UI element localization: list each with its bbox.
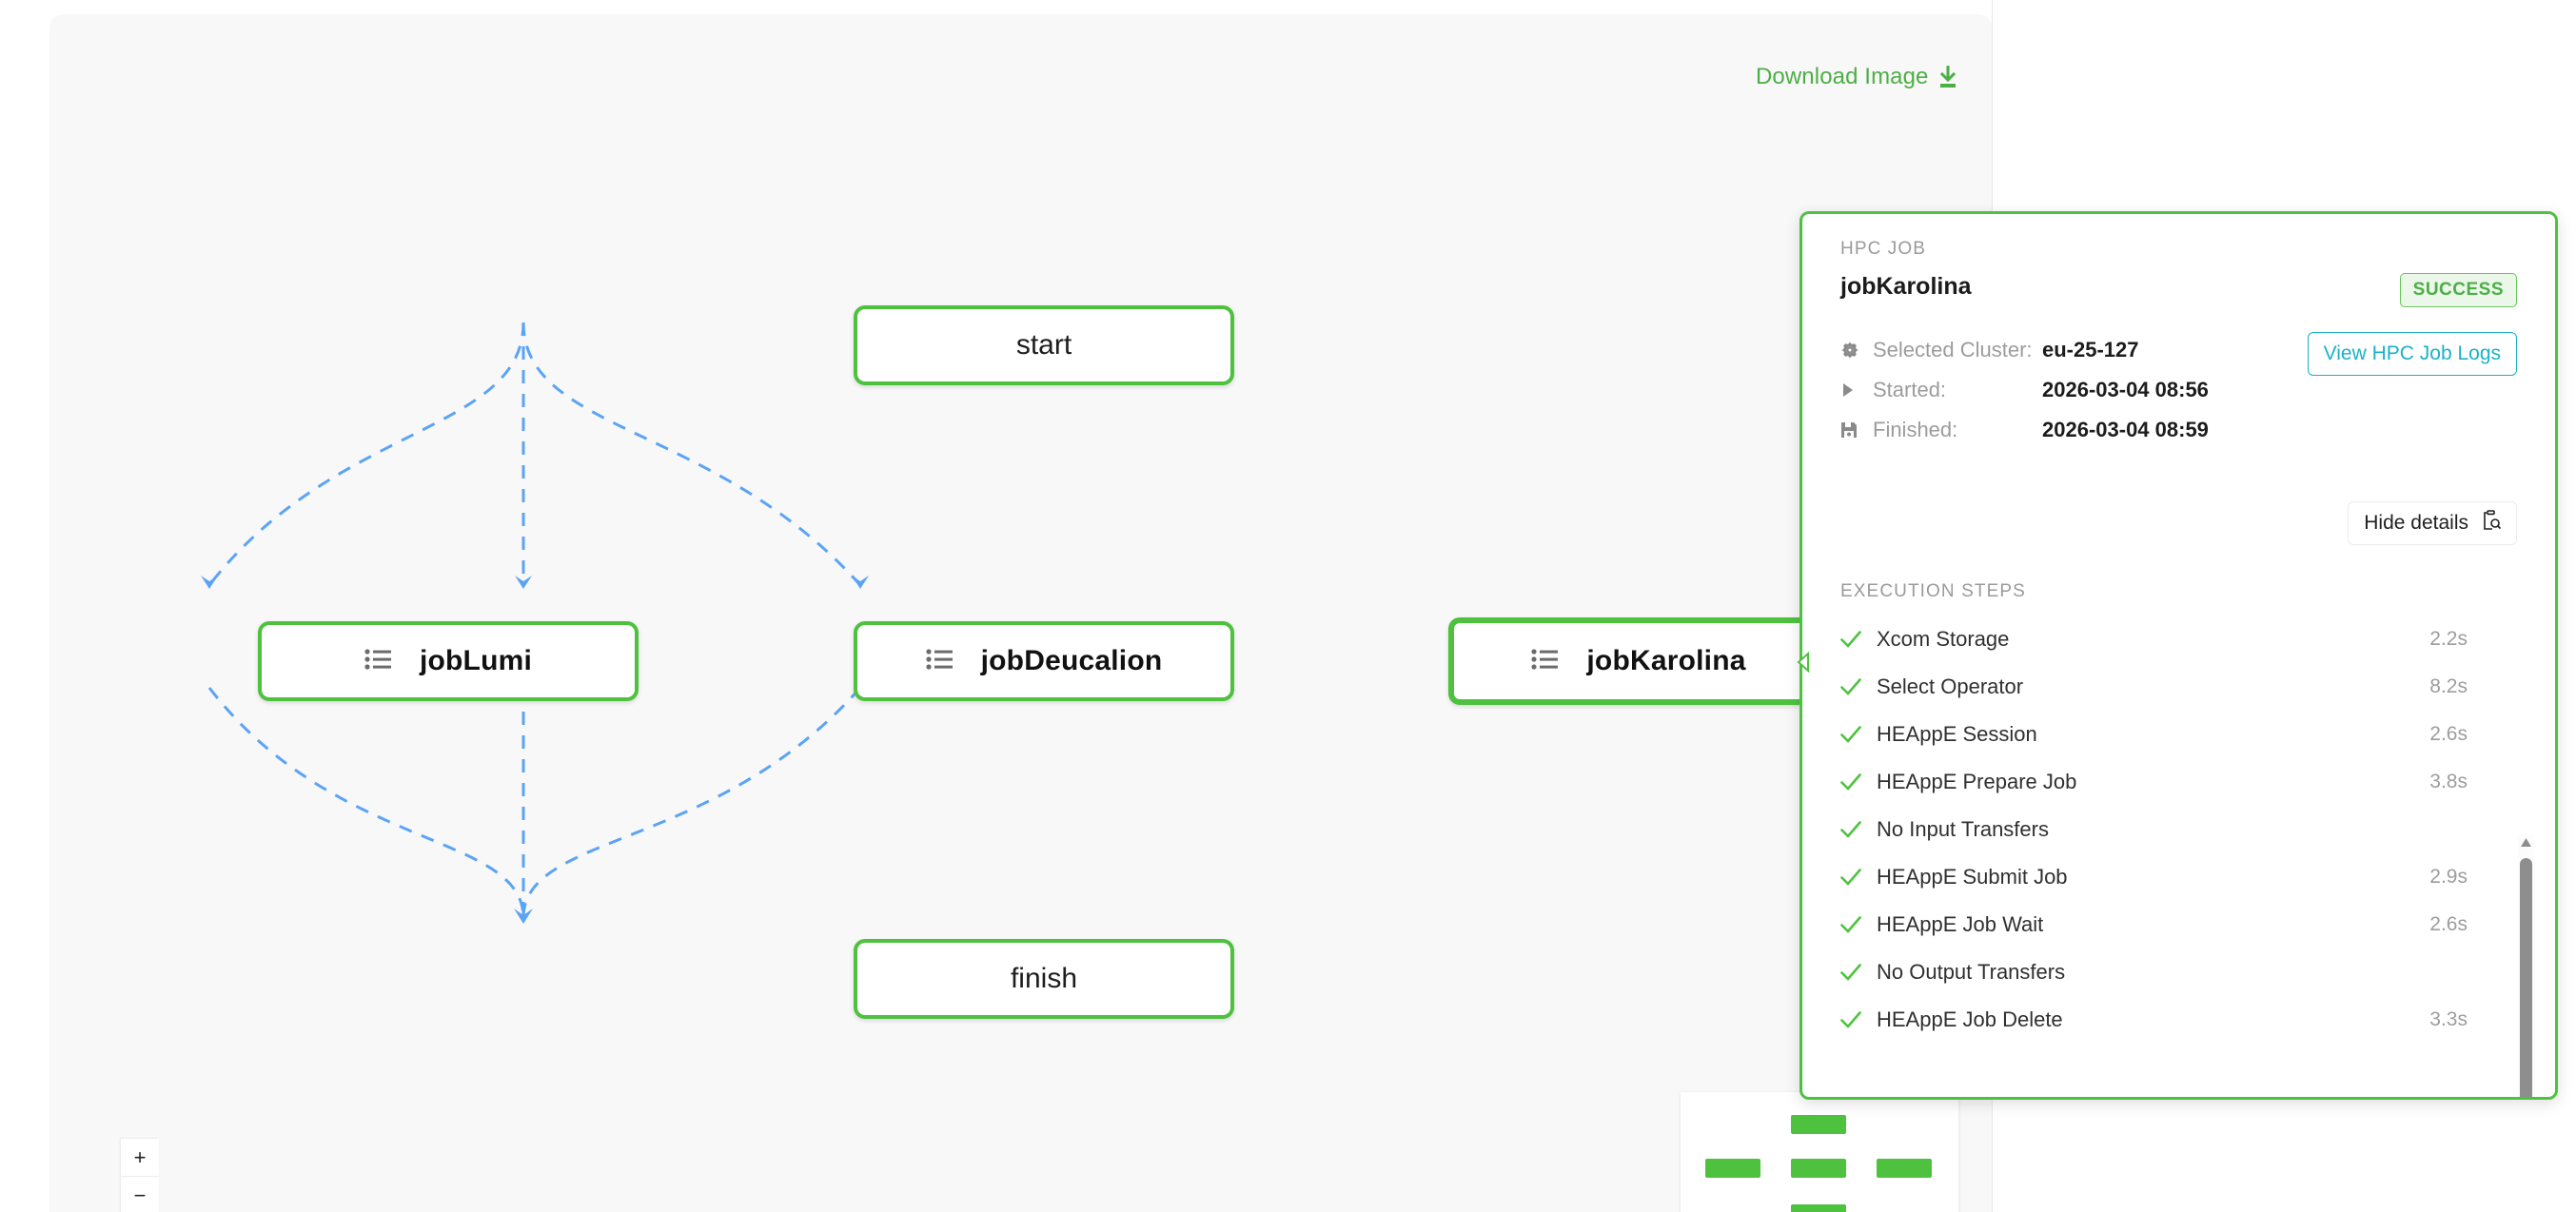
execution-step-duration: 8.2s xyxy=(2429,675,2468,697)
graph-node-jobdeucalion[interactable]: jobDeucalion xyxy=(854,621,1234,701)
meta-value: eu-25-127 xyxy=(2042,338,2139,362)
graph-minimap[interactable] xyxy=(1681,1092,1958,1212)
hide-details-row: Hide details xyxy=(1840,501,2517,545)
panel-title: jobKarolina xyxy=(1840,273,1972,300)
execution-step-duration: 2.6s xyxy=(2429,913,2468,935)
view-hpc-job-logs-button[interactable]: View HPC Job Logs xyxy=(2307,332,2517,376)
panel-meta: Selected Cluster: eu-25-127 Started: 202… xyxy=(1840,330,2517,450)
execution-step-duration: 2.2s xyxy=(2429,628,2468,650)
execution-steps-scrollbar[interactable] xyxy=(2518,834,2534,1097)
graph-node-start[interactable]: start xyxy=(854,305,1234,385)
list-icon xyxy=(364,648,391,674)
execution-step-label: HEAppE Job Delete xyxy=(1877,1007,2063,1031)
meta-label: Started: xyxy=(1873,378,1947,401)
minimap-node xyxy=(1705,1159,1760,1178)
gear-icon xyxy=(1840,341,1873,360)
meta-label: Selected Cluster: xyxy=(1873,338,2033,362)
clipboard-search-icon xyxy=(2482,510,2502,537)
graph-canvas[interactable]: Download Image start jobLumi xyxy=(49,14,1992,1212)
execution-step-duration: 3.8s xyxy=(2429,771,2468,792)
execution-step-row[interactable]: Select Operator 8.2s xyxy=(1840,663,2468,711)
minimap-node xyxy=(1877,1159,1932,1178)
meta-label: Finished: xyxy=(1873,418,1958,441)
panel-collapse-handle[interactable] xyxy=(1786,643,1820,681)
execution-step-label: Xcom Storage xyxy=(1877,627,2010,651)
check-icon xyxy=(1840,869,1877,886)
execution-step-row[interactable]: HEAppE Prepare Job 3.8s xyxy=(1840,758,2468,806)
scrollbar-track[interactable] xyxy=(2518,850,2534,1097)
graph-edges xyxy=(201,322,869,924)
execution-step-duration: 2.6s xyxy=(2429,723,2468,745)
check-icon xyxy=(1840,773,1877,791)
hide-details-button[interactable]: Hide details xyxy=(2348,501,2517,545)
execution-steps-kicker: EXECUTION STEPS xyxy=(1840,581,2026,601)
execution-step-label: HEAppE Session xyxy=(1877,722,2037,746)
save-icon xyxy=(1840,421,1873,439)
execution-step-label: HEAppE Prepare Job xyxy=(1877,770,2077,793)
execution-step-duration: 2.9s xyxy=(2429,866,2468,888)
node-label: start xyxy=(1015,329,1072,361)
execution-step-row[interactable]: HEAppE Job Delete 3.3s xyxy=(1840,996,2468,1044)
node-label: jobLumi xyxy=(419,645,533,676)
meta-row-finished: Finished: 2026-03-04 08:59 xyxy=(1840,410,2517,450)
minimap-node xyxy=(1791,1115,1846,1134)
play-icon xyxy=(1840,382,1873,398)
graph-node-joblumi[interactable]: jobLumi xyxy=(258,621,639,701)
zoom-in-button[interactable]: + xyxy=(121,1139,159,1177)
download-image-link[interactable]: Download Image xyxy=(1756,64,1958,90)
execution-step-row[interactable]: HEAppE Job Wait 2.6s xyxy=(1840,901,2468,948)
scroll-up-arrow-icon[interactable] xyxy=(2520,834,2532,850)
minimap-node xyxy=(1791,1204,1846,1212)
check-icon xyxy=(1840,1011,1877,1028)
execution-step-label: HEAppE Job Wait xyxy=(1877,912,2044,936)
check-icon xyxy=(1840,631,1877,648)
panel-kicker: HPC JOB xyxy=(1840,239,1927,259)
scrollbar-thumb[interactable] xyxy=(2520,858,2532,1097)
check-icon xyxy=(1840,964,1877,981)
minimap-node xyxy=(1791,1159,1846,1178)
check-icon xyxy=(1840,726,1877,743)
meta-value: 2026-03-04 08:56 xyxy=(2042,378,2209,401)
download-icon xyxy=(1937,66,1958,88)
meta-row-started: Started: 2026-03-04 08:56 xyxy=(1840,370,2517,410)
node-label: jobDeucalion xyxy=(980,645,1163,676)
status-badge[interactable]: SUCCESS xyxy=(2399,273,2517,307)
graph-node-jobkarolina[interactable]: jobKarolina xyxy=(1448,617,1829,705)
execution-step-row[interactable]: No Output Transfers xyxy=(1840,948,2468,996)
zoom-out-button[interactable]: − xyxy=(121,1177,159,1212)
check-icon xyxy=(1840,916,1877,933)
check-icon xyxy=(1840,821,1877,838)
check-icon xyxy=(1840,678,1877,695)
download-image-label: Download Image xyxy=(1756,64,1929,89)
node-label: jobKarolina xyxy=(1586,645,1746,676)
execution-step-row[interactable]: Xcom Storage 2.2s xyxy=(1840,616,2468,663)
hpc-job-details-panel: HPC JOB jobKarolina SUCCESS Selected Clu… xyxy=(1799,211,2558,1100)
execution-step-label: No Input Transfers xyxy=(1877,817,2049,841)
execution-step-label: HEAppE Submit Job xyxy=(1877,865,2068,889)
execution-step-row[interactable]: HEAppE Submit Job 2.9s xyxy=(1840,853,2468,901)
execution-step-row[interactable]: HEAppE Session 2.6s xyxy=(1840,711,2468,758)
panel-title-row: jobKarolina SUCCESS xyxy=(1840,273,2517,307)
node-label: finish xyxy=(1010,963,1078,994)
execution-step-label: No Output Transfers xyxy=(1877,960,2066,984)
execution-step-duration: 3.3s xyxy=(2429,1008,2468,1030)
execution-step-label: Select Operator xyxy=(1877,674,2024,698)
execution-step-row[interactable]: No Input Transfers xyxy=(1840,806,2468,853)
meta-row-selected-cluster: Selected Cluster: eu-25-127 xyxy=(1840,330,2517,370)
zoom-controls[interactable]: + − xyxy=(120,1138,159,1212)
list-icon xyxy=(926,648,953,674)
list-icon xyxy=(1531,648,1559,674)
hide-details-label: Hide details xyxy=(2364,512,2468,534)
graph-node-finish[interactable]: finish xyxy=(854,939,1234,1019)
meta-value: 2026-03-04 08:59 xyxy=(2042,418,2209,441)
